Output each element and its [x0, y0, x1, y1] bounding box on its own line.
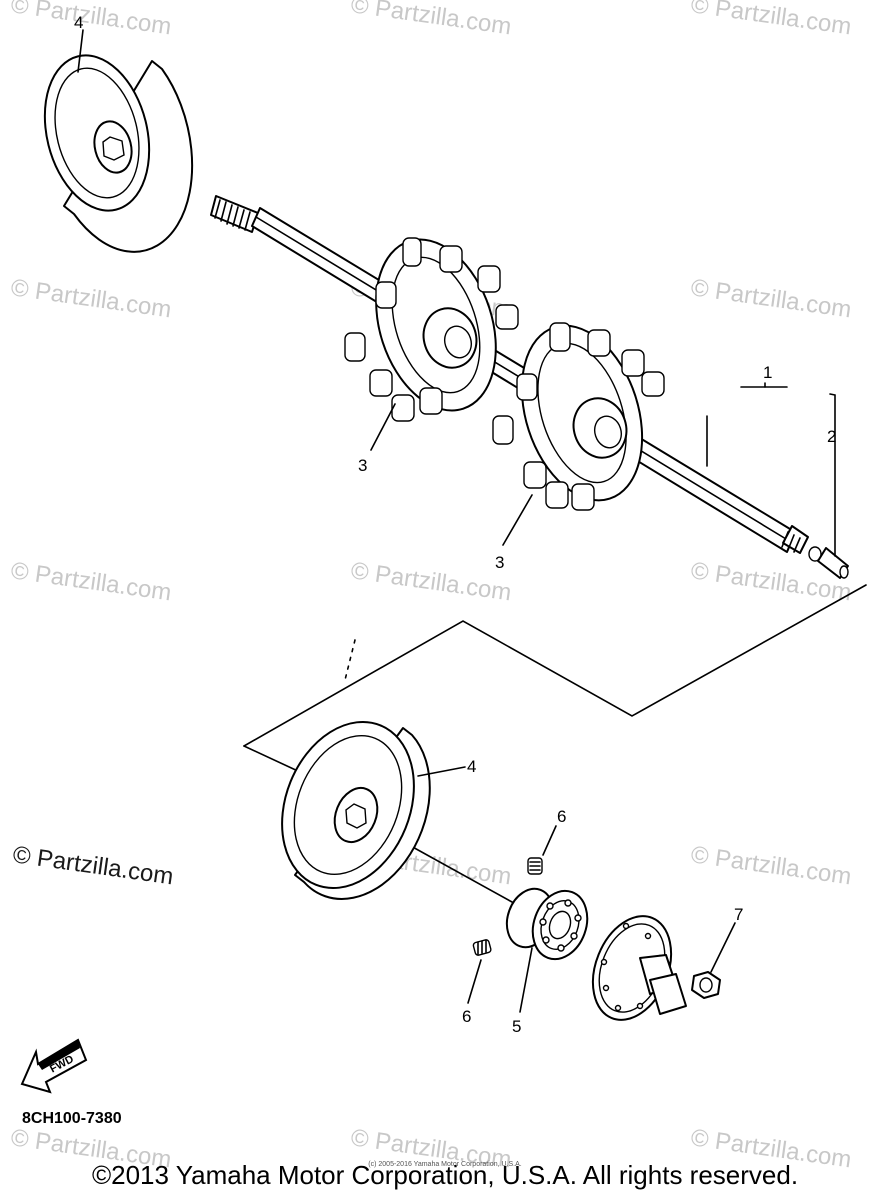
- watermark-text: © Partzilla.com: [349, 557, 513, 606]
- callout-1: 1: [763, 363, 772, 382]
- fwd-arrow-icon: FWD: [20, 1038, 88, 1094]
- watermark-text: © Partzilla.com: [9, 274, 173, 323]
- callout-2: 2: [827, 427, 836, 446]
- callout-6-top: 6: [557, 807, 566, 826]
- watermark-text: © Partzilla.com: [689, 841, 853, 890]
- watermark-text: © Partzilla.com: [689, 0, 853, 40]
- set-screw-top: [527, 857, 543, 875]
- hub-flange: [591, 915, 687, 1021]
- callout-numbers: 4 1 2 3 3 4 6 7 6 5: [74, 13, 836, 1036]
- callout-7: 7: [734, 905, 743, 924]
- drive-shaft: [210, 195, 809, 554]
- watermark-text: © Partzilla.com: [9, 0, 173, 40]
- watermark-text-strong: © Partzilla.com: [11, 841, 175, 890]
- callout-3-left: 3: [358, 456, 367, 475]
- idler-wheel-bottom: [281, 720, 431, 900]
- sprocket-right: [492, 322, 665, 511]
- assembly-guide-line: [344, 639, 356, 681]
- sprocket-left: [344, 237, 519, 422]
- assembly-guide-line: [399, 839, 513, 903]
- watermark-text: © Partzilla.com: [349, 0, 513, 40]
- watermark-text: © Partzilla.com: [9, 557, 173, 606]
- small-copyright: (c) 2005-2016 Yamaha Motor Corporation, …: [368, 1161, 522, 1168]
- shaft-plug: [808, 546, 849, 579]
- callout-4-top: 4: [74, 13, 83, 32]
- watermark-text: © Partzilla.com: [689, 274, 853, 323]
- leader-lines: [77, 29, 836, 1013]
- diagram-code: 8CH100-7380: [22, 1110, 122, 1127]
- assembly-guide-line: [243, 745, 301, 773]
- sprocket-teeth: [492, 322, 665, 511]
- callout-6-bottom: 6: [462, 1007, 471, 1026]
- assembly-guide-line: [243, 584, 867, 747]
- callout-5: 5: [512, 1017, 521, 1036]
- nut: [691, 971, 721, 999]
- copyright-notice: ©2013 Yamaha Motor Corporation, U.S.A. A…: [91, 1160, 799, 1190]
- sprocket-teeth: [344, 237, 519, 422]
- callout-3-right: 3: [495, 553, 504, 572]
- bearing: [505, 887, 589, 961]
- callout-4-bottom: 4: [467, 757, 476, 776]
- idler-wheel-top: [43, 54, 194, 253]
- set-screw-bottom: [472, 939, 492, 956]
